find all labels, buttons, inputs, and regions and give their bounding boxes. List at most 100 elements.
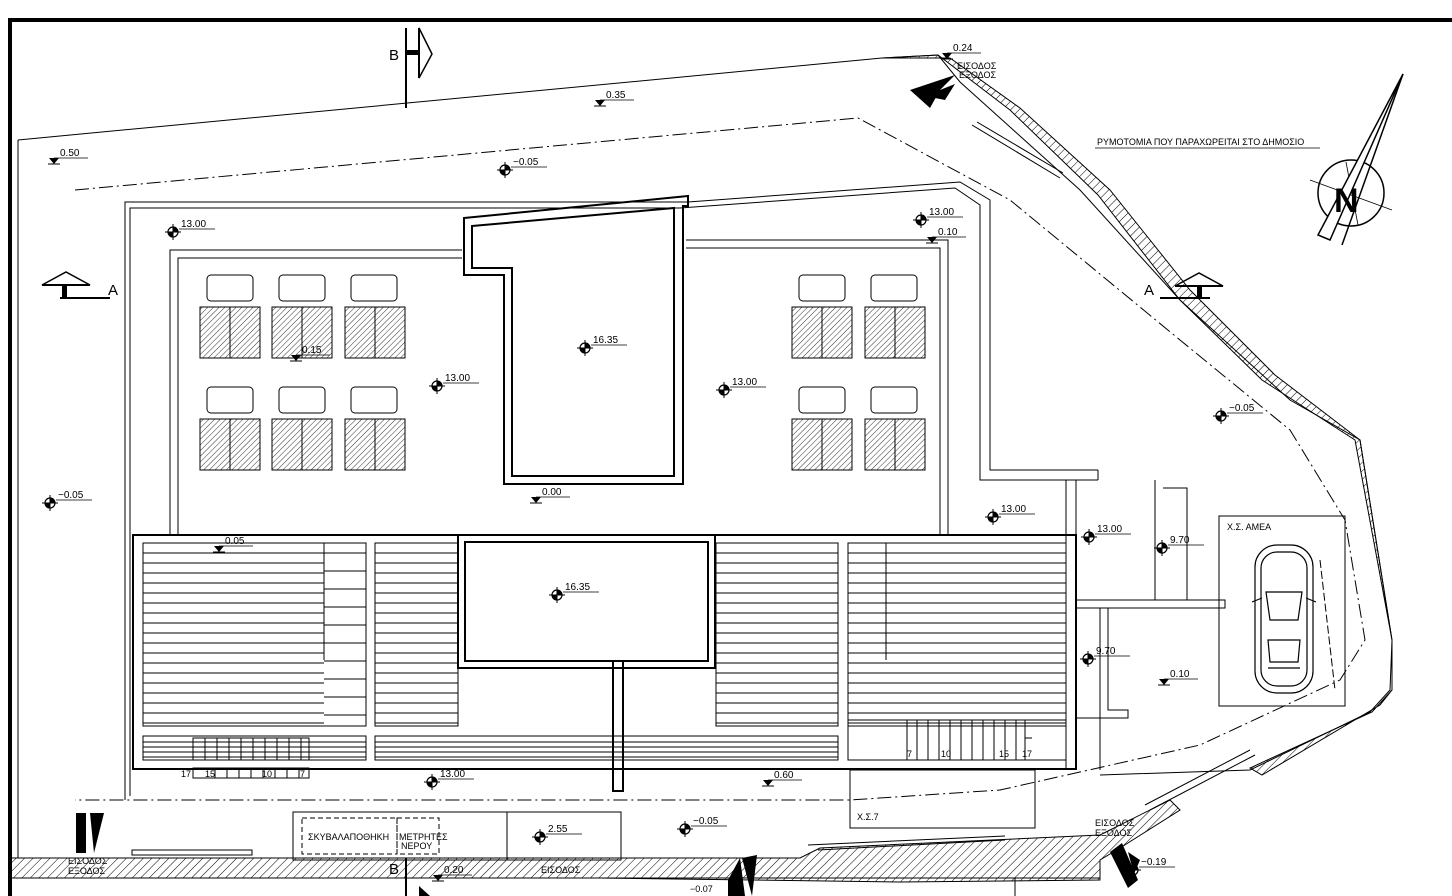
stair-number: 15 [205, 769, 215, 779]
level-marker: 13.00 [985, 504, 1035, 525]
level-marker: 0.05 [213, 536, 253, 553]
accessible-parking-box [1218, 515, 1346, 707]
level-value: 0.15 [302, 345, 322, 356]
site-outline [124, 181, 1098, 800]
section-label-a-right: A [1144, 282, 1154, 299]
water-meters-label-1: ΜΕΤΡΗΤΕΣ [399, 832, 448, 842]
level-marker: 0.10 [1158, 669, 1198, 686]
level-marker: −0.05 [1213, 403, 1263, 424]
level-value: −0.07 [690, 884, 713, 894]
section-label-a-left: A [108, 282, 118, 299]
entrance-label-left: ΕΙΣΟΔΟΣ [68, 856, 108, 866]
stair-number: 10 [941, 749, 951, 759]
level-value: 0.05 [225, 536, 245, 547]
level-value: 13.00 [732, 377, 757, 388]
north-arrow-icon: N [1309, 73, 1404, 246]
entry-arrows [76, 75, 1140, 896]
service-buildings [131, 811, 1016, 896]
car-icon [1251, 544, 1317, 694]
level-value: 13.00 [181, 219, 206, 230]
level-marker: −0.05 [677, 816, 727, 837]
level-marker: 13.00 [429, 373, 479, 394]
section-marker-a-left: A [41, 271, 118, 299]
stair-number: 10 [262, 769, 272, 779]
entrance-label-top: ΕΙΣΟΔΟΣ [957, 61, 997, 71]
level-marker: 0.10 [926, 227, 966, 244]
level-value: 13.00 [1097, 524, 1122, 535]
level-value: 13.00 [929, 207, 954, 218]
level-value: 13.00 [440, 769, 465, 780]
level-marker: −0.05 [497, 157, 547, 178]
level-value: 0.00 [542, 487, 562, 498]
level-value: 13.00 [1001, 504, 1026, 515]
stairs-left [165, 737, 310, 779]
exit-label-left: ΕΞΟΔΟΣ [68, 866, 105, 876]
exit-label-top: ΕΞΟΔΟΣ [959, 70, 996, 80]
stairs-right [906, 719, 1032, 761]
level-marker: 13.00 [424, 769, 474, 790]
north-label: N [1334, 182, 1359, 220]
level-value: 16.35 [565, 582, 590, 593]
level-value: −0.05 [1229, 403, 1255, 414]
level-markers: 0.24 0.35 0.50 −0.05 13.00 13.00 0.10 16.35 0.15… [42, 43, 1263, 894]
top-ramp-lines [971, 121, 1256, 811]
level-value: 0.24 [953, 43, 973, 54]
level-value: 9.70 [1170, 535, 1190, 546]
balcony-lines [143, 543, 1066, 758]
text-labels: ΡΥΜΟΤΟΜΙΑ ΠΟΥ ΠΑΡΑΧΩΡΕΙΤΑΙ ΣΤΟ ΔΗΜΟΣΙΟ Ε… [68, 61, 1320, 876]
level-value: 9.70 [1096, 646, 1116, 657]
hatched-parking-blocks [199, 306, 926, 471]
road-cession-label: ΡΥΜΟΤΟΜΙΑ ΠΟΥ ΠΑΡΑΧΩΡΕΙΤΑΙ ΣΤΟ ΔΗΜΟΣΙΟ [1097, 137, 1304, 147]
section-marker-a-right: A [1144, 272, 1224, 299]
level-value: −0.19 [1141, 857, 1167, 868]
upper-building [463, 194, 689, 485]
exit-label-right: ΕΞΟΔΟΣ [1095, 828, 1132, 838]
section-label-b-bottom: B [389, 861, 399, 878]
right-annex [849, 470, 1346, 829]
level-value: −0.05 [513, 157, 539, 168]
entrance-label-bottom: ΕΙΣΟΔΟΣ [541, 865, 581, 875]
level-marker: 0.00 [530, 487, 570, 504]
parking-cars-left [206, 274, 918, 414]
accessible-parking-label: Χ.Σ. ΑΜΕΑ [1227, 522, 1271, 532]
level-marker: 0.35 [594, 90, 634, 107]
level-value: 16.35 [593, 335, 618, 346]
level-marker: 16.35 [549, 582, 599, 603]
section-marker-b-bottom: B [389, 858, 430, 896]
level-marker: 13.00 [165, 219, 215, 240]
level-value: −0.05 [58, 490, 84, 501]
stair-number: 7 [907, 749, 912, 759]
level-value: 2.55 [548, 824, 568, 835]
level-marker: 0.15 [290, 345, 330, 362]
level-marker: −0.07 [690, 884, 713, 894]
level-marker: 16.35 [577, 335, 627, 356]
level-marker: 9.70 [1080, 646, 1130, 667]
level-marker: 9.70 [1154, 535, 1204, 556]
road-cession-strip [881, 54, 1393, 776]
level-marker: 13.00 [1081, 524, 1131, 545]
section-label-b-top: B [389, 47, 399, 64]
building-line [74, 117, 1366, 801]
level-marker: 0.20 [432, 865, 472, 882]
level-marker: 0.50 [48, 148, 88, 165]
level-marker: −0.19 [1125, 857, 1175, 878]
level-value: −0.05 [693, 816, 719, 827]
section-marker-b-top: B [389, 27, 433, 108]
entrance-label-right: ΕΙΣΟΔΟΣ [1095, 818, 1135, 828]
stair-number: 17 [181, 769, 191, 779]
level-value: 0.35 [606, 90, 626, 101]
water-meters-label-2: ΝΕΡΟΥ [401, 841, 432, 851]
stair-numbers: 17 15 10 7 7 10 15 17 [181, 749, 1032, 779]
drawing-frame [8, 18, 1452, 896]
level-marker: 13.00 [913, 207, 963, 228]
stair-number: 7 [300, 769, 305, 779]
stair-number: 15 [999, 749, 1009, 759]
parking-7-label: Χ.Σ.7 [857, 812, 879, 822]
level-marker: 13.00 [716, 377, 766, 398]
garbage-store-label: ΣΚΥΒΑΛΑΠΟΘΗΚΗ [308, 832, 389, 842]
level-value: 0.10 [1170, 669, 1190, 680]
stair-number: 17 [1022, 749, 1032, 759]
level-value: 0.20 [444, 865, 464, 876]
level-marker: −0.05 [42, 490, 92, 511]
